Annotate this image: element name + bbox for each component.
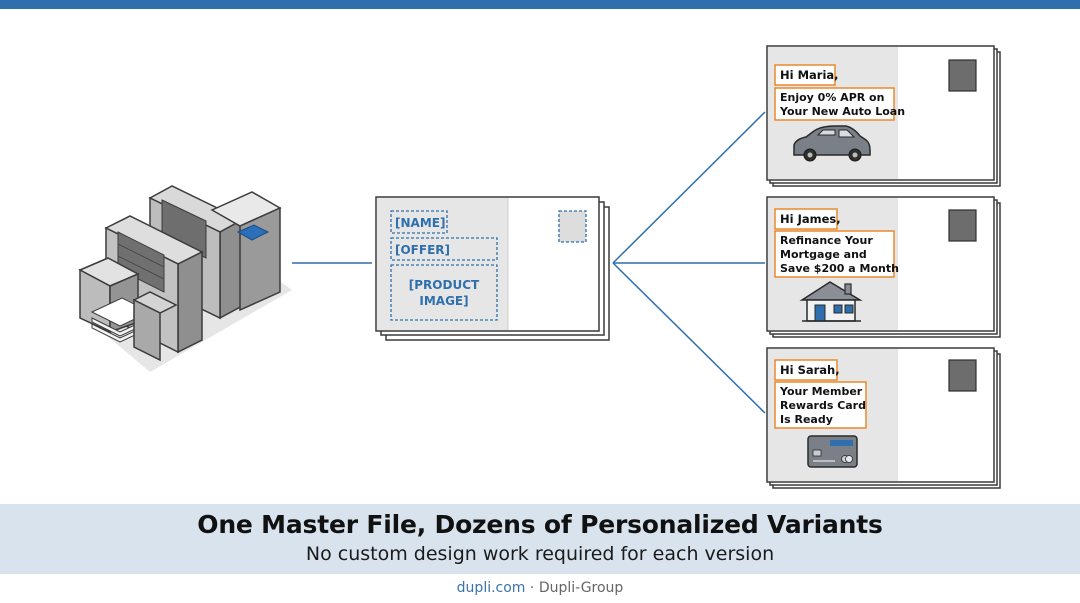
branch-connectors bbox=[612, 111, 766, 414]
offer-label: Enjoy 0% APR on Your New Auto Loan bbox=[774, 87, 905, 121]
svg-text:Hi James,: Hi James, bbox=[780, 212, 841, 226]
stamp-icon bbox=[948, 59, 977, 92]
caption-title: One Master File, Dozens of Personalized … bbox=[197, 510, 883, 539]
variant-card-maria: Hi Maria, Enjoy 0% APR on Your New Auto … bbox=[766, 45, 1001, 187]
offer-placeholder: [OFFER] bbox=[390, 237, 498, 261]
offer-label: Your Member Rewards Card Is Ready bbox=[774, 381, 867, 429]
svg-text:[OFFER]: [OFFER] bbox=[395, 243, 450, 257]
caption-subtitle: No custom design work required for each … bbox=[305, 543, 775, 565]
footer-company: Dupli-Group bbox=[538, 580, 624, 596]
footer-separator: · bbox=[525, 580, 539, 596]
printing-press-icon bbox=[78, 185, 292, 372]
svg-text:[NAME]: [NAME] bbox=[395, 216, 445, 230]
car-icon bbox=[793, 125, 871, 162]
stamp-placeholder bbox=[558, 210, 587, 243]
svg-text:Your New Auto Loan: Your New Auto Loan bbox=[779, 105, 905, 118]
svg-text:Mortgage and: Mortgage and bbox=[780, 248, 867, 261]
master-template-card: [NAME] [OFFER] [PRODUCT IMAGE] bbox=[375, 196, 610, 341]
svg-text:Hi Maria,: Hi Maria, bbox=[780, 68, 839, 82]
personalization-diagram: [NAME] [OFFER] [PRODUCT IMAGE] Hi Maria,… bbox=[78, 45, 1001, 489]
caption-band: One Master File, Dozens of Personalized … bbox=[0, 504, 1080, 574]
product-image-placeholder: [PRODUCT IMAGE] bbox=[390, 264, 498, 321]
svg-text:Your Member: Your Member bbox=[779, 385, 863, 398]
greeting-label: Hi Maria, bbox=[774, 64, 839, 86]
greeting-label: Hi Sarah, bbox=[774, 359, 840, 381]
stamp-icon bbox=[948, 209, 977, 242]
name-placeholder: [NAME] bbox=[390, 210, 448, 234]
variant-card-sarah: Hi Sarah, Your Member Rewards Card Is Re… bbox=[766, 347, 1001, 489]
footer: dupli.com · Dupli-Group bbox=[0, 580, 1080, 596]
offer-label: Refinance Your Mortgage and Save $200 a … bbox=[774, 230, 899, 278]
svg-text:[PRODUCT: [PRODUCT bbox=[409, 278, 480, 292]
svg-text:Enjoy 0% APR on: Enjoy 0% APR on bbox=[780, 91, 884, 104]
footer-site-link[interactable]: dupli.com bbox=[456, 580, 526, 596]
svg-text:Refinance Your: Refinance Your bbox=[780, 234, 873, 247]
svg-text:Save $200 a Month: Save $200 a Month bbox=[780, 262, 899, 275]
top-accent-bar bbox=[0, 0, 1080, 9]
house-icon bbox=[799, 281, 863, 322]
variant-card-james: Hi James, Refinance Your Mortgage and Sa… bbox=[766, 196, 1001, 338]
stamp-icon bbox=[948, 359, 977, 392]
svg-text:IMAGE]: IMAGE] bbox=[419, 294, 468, 308]
svg-text:Hi Sarah,: Hi Sarah, bbox=[780, 363, 840, 377]
greeting-label: Hi James, bbox=[774, 208, 841, 230]
credit-card-icon bbox=[807, 435, 858, 468]
svg-text:Rewards Card: Rewards Card bbox=[780, 399, 866, 412]
svg-text:Is Ready: Is Ready bbox=[780, 413, 833, 426]
